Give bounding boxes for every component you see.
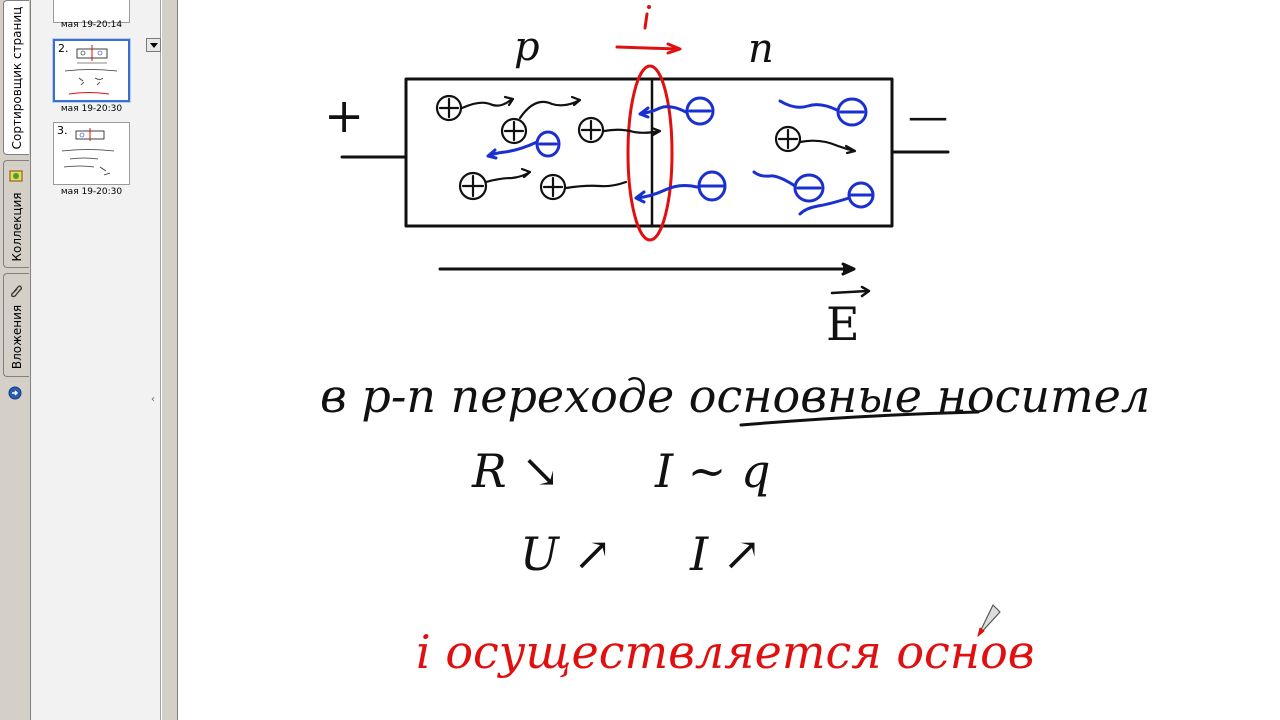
page-thumbnail-3[interactable]: 3. bbox=[53, 122, 130, 185]
pen-cursor-icon bbox=[977, 604, 1001, 637]
minus-terminal-label: — bbox=[908, 94, 948, 140]
whiteboard-canvas[interactable]: p n + — E в p-n переходе основные носите… bbox=[178, 0, 1280, 720]
help-circle-icon[interactable] bbox=[8, 386, 22, 400]
field-arrowhead bbox=[841, 262, 856, 276]
plus-terminal-label: + bbox=[324, 88, 364, 144]
page-menu-dropdown-button[interactable] bbox=[146, 38, 161, 52]
gallery-icon bbox=[9, 170, 23, 182]
line-2-left: R ↘ bbox=[471, 444, 560, 498]
page-sorter-panel: мая 19-20:14 2. мая 19-20:30 3. мая 19- bbox=[31, 0, 161, 720]
tab-page-sorter-label: Сортировщик страниц bbox=[9, 6, 24, 149]
page-3-preview bbox=[61, 128, 115, 176]
junction-highlight-ellipse bbox=[626, 64, 674, 242]
field-vector-bar bbox=[830, 285, 871, 298]
page-thumbnail-1[interactable] bbox=[53, 0, 130, 23]
pn-junction-box bbox=[404, 77, 894, 228]
electrons bbox=[486, 96, 875, 216]
panel-splitter[interactable] bbox=[161, 0, 178, 720]
page-1-caption: мая 19-20:14 bbox=[60, 20, 123, 30]
current-arrow bbox=[615, 42, 682, 55]
page-2-caption: мая 19-20:30 bbox=[60, 104, 123, 114]
sidebar-tab-strip: Сортировщик страниц Коллекция Вложения bbox=[0, 0, 31, 720]
paperclip-icon bbox=[11, 285, 22, 298]
whiteboard-drawing: p n + — E в p-n переходе основные носите… bbox=[320, 5, 1150, 679]
page-3-caption: мая 19-20:30 bbox=[60, 187, 123, 197]
n-region-label: n bbox=[748, 26, 774, 72]
underline-stroke bbox=[739, 410, 980, 427]
collapse-caret-icon[interactable]: ‹ bbox=[151, 394, 155, 405]
current-i-dot bbox=[647, 5, 651, 9]
line-3-left: U ↗ bbox=[520, 527, 612, 581]
page-thumbnail-2[interactable]: 2. bbox=[52, 38, 131, 103]
line-1-text: в p-n переходе основные носител bbox=[320, 369, 1150, 423]
current-i-stroke bbox=[643, 12, 649, 30]
tab-attachments-label: Вложения bbox=[9, 305, 24, 370]
field-label-E: E bbox=[826, 297, 860, 351]
p-region-label: p bbox=[514, 24, 540, 70]
page-2-number: 2. bbox=[58, 42, 69, 55]
tab-attachments[interactable]: Вложения bbox=[3, 273, 29, 377]
line-3-right: I ↗ bbox=[689, 527, 761, 581]
tab-page-sorter[interactable]: Сортировщик страниц bbox=[3, 0, 29, 155]
line-4-text: i осуществляется основ bbox=[416, 625, 1035, 679]
tab-gallery-label: Коллекция bbox=[9, 192, 24, 262]
holes-p-side bbox=[435, 94, 857, 201]
page-2-preview bbox=[64, 45, 118, 95]
tab-gallery[interactable]: Коллекция bbox=[3, 160, 29, 268]
line-2-right: I ~ q bbox=[654, 444, 770, 498]
page-3-number: 3. bbox=[57, 124, 68, 137]
